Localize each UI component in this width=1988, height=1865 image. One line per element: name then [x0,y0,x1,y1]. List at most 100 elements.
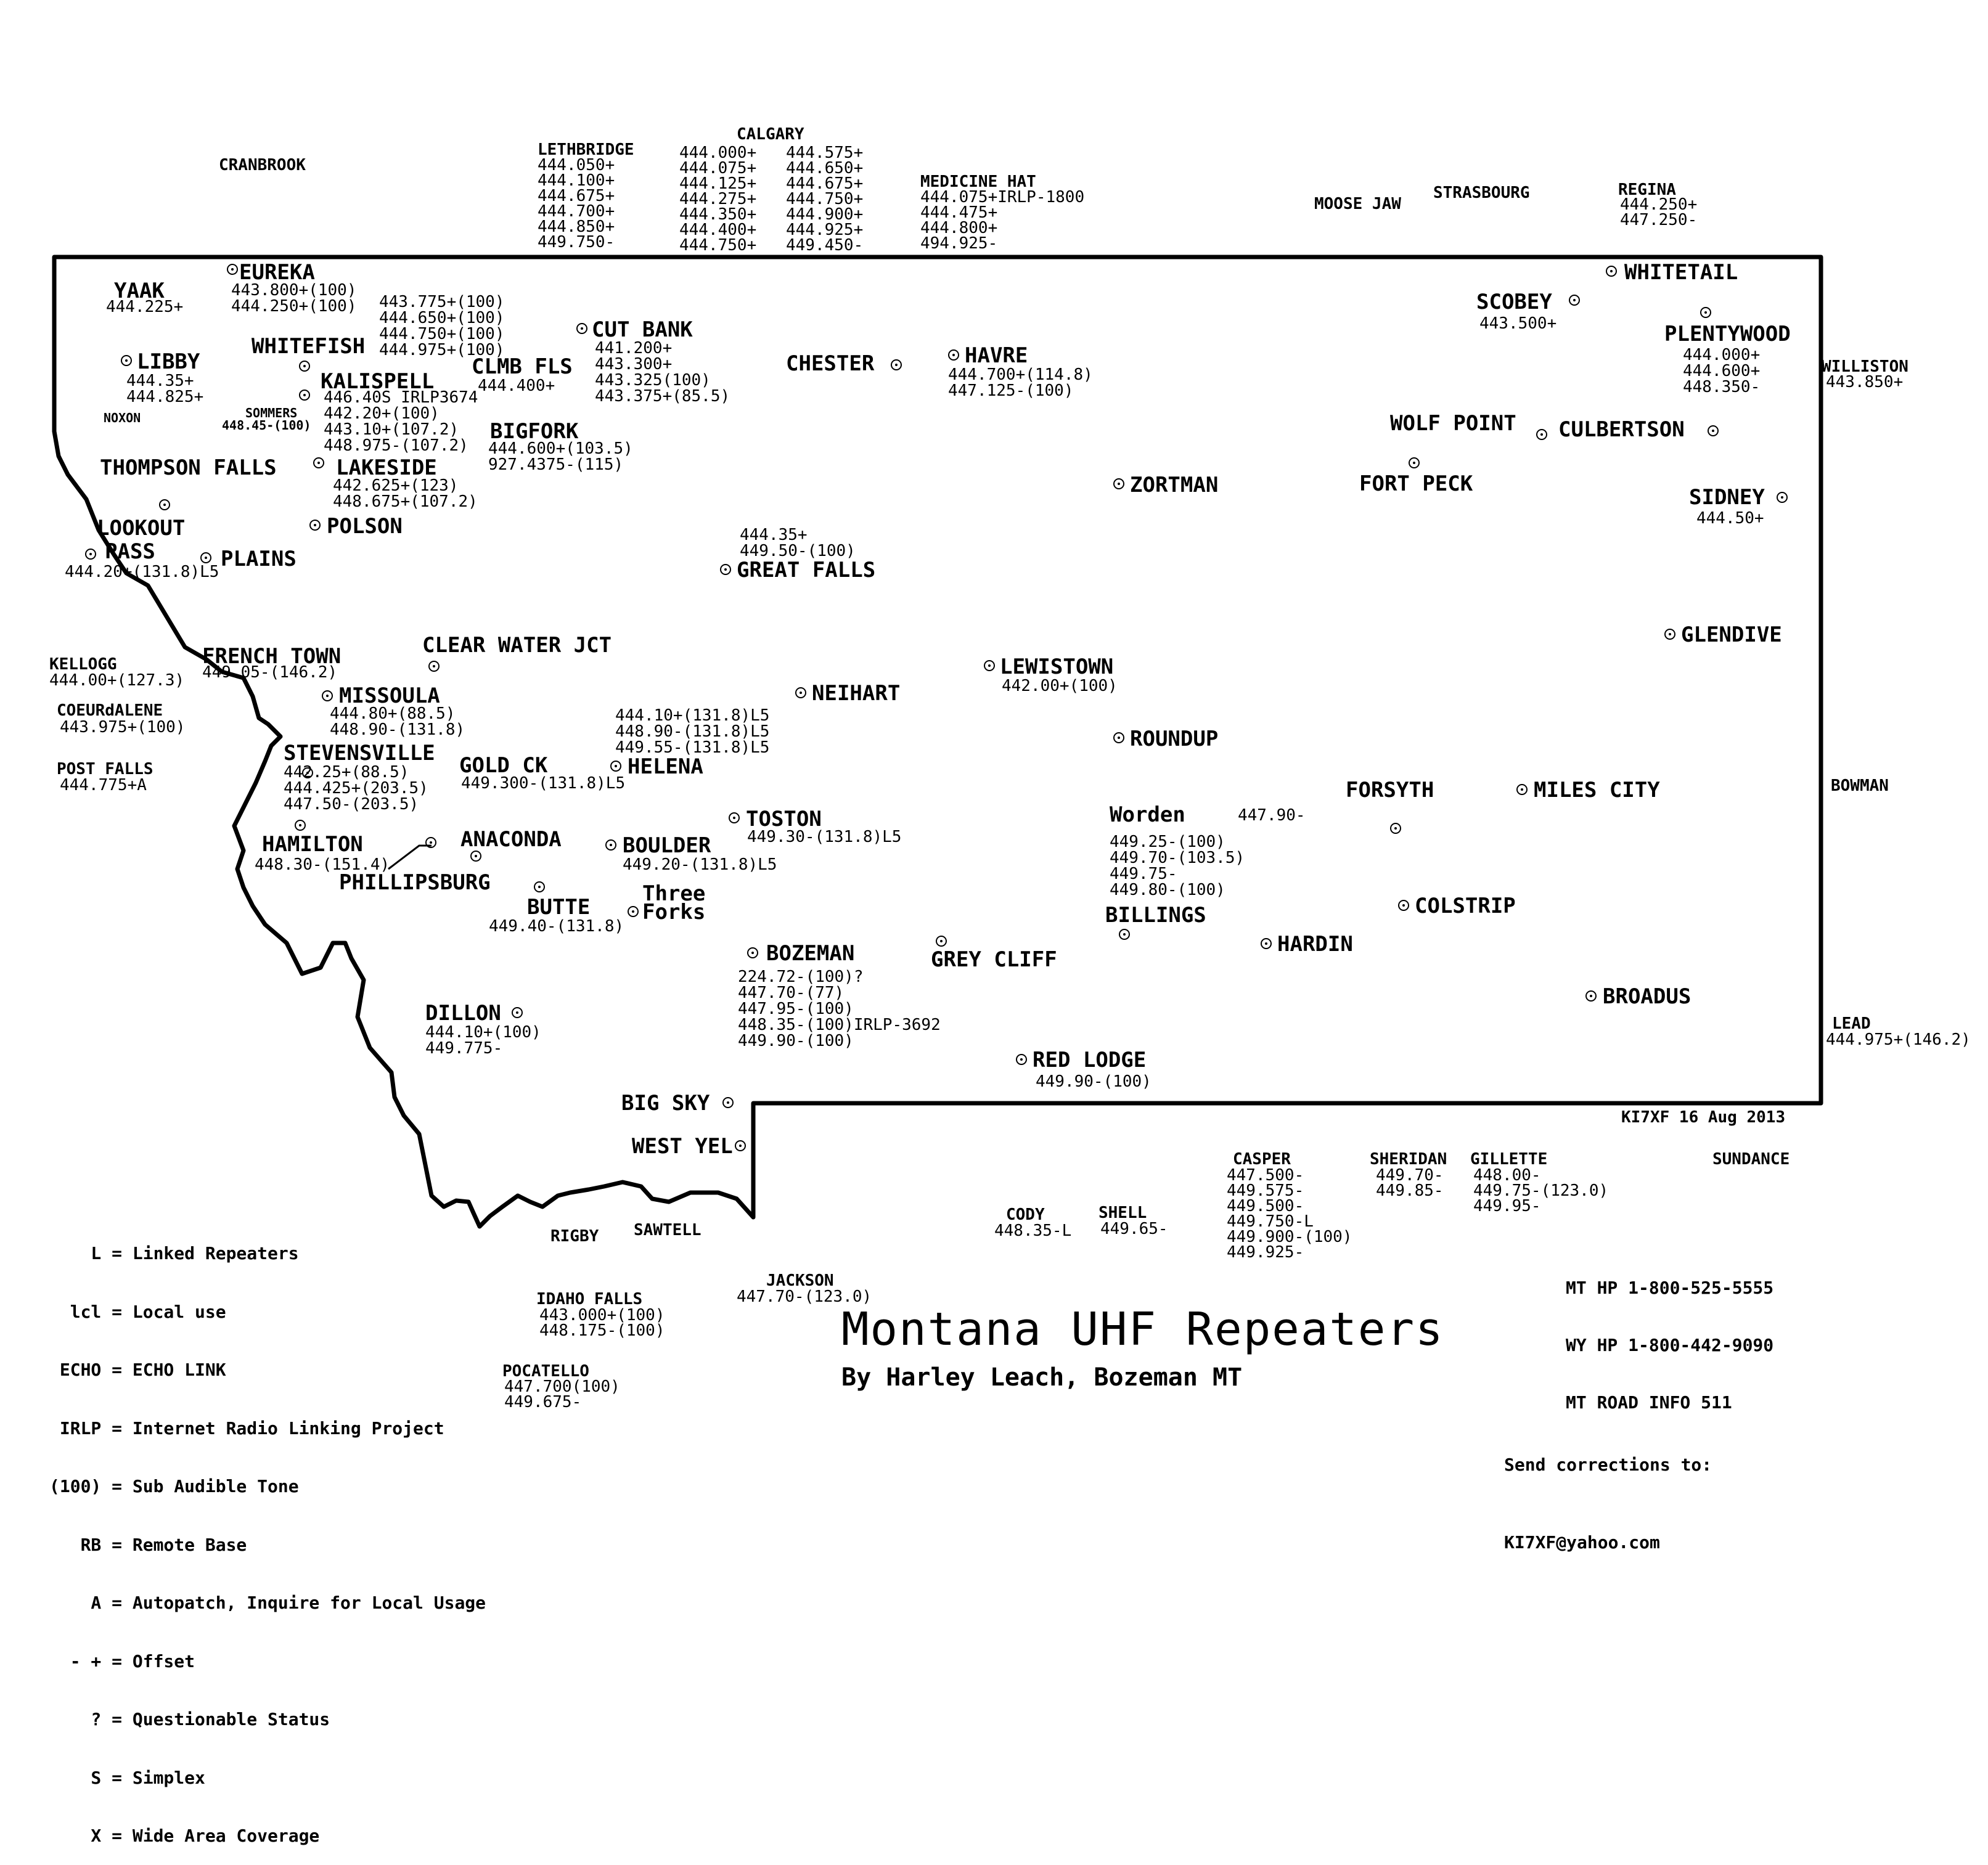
site-havre-freqs: 444.700+(114.8)447.125-(100) [948,367,1093,399]
repeater-marker-icon[interactable] [610,761,621,772]
repeater-marker-icon[interactable] [1113,478,1124,489]
repeater-marker-icon[interactable] [605,839,616,851]
repeater-marker-icon[interactable] [936,936,947,947]
repeater-marker-icon[interactable] [1664,629,1675,640]
site-three-name: Three [642,881,706,906]
repeater-marker-icon[interactable] [313,457,324,468]
repeater-marker-icon[interactable] [722,1097,734,1108]
repeater-marker-icon[interactable] [1700,307,1711,318]
repeater-marker-icon[interactable] [729,812,740,823]
site-bozeman-freq: 447.95-(100) [738,1000,854,1018]
repeater-marker-icon[interactable] [1113,732,1124,743]
outside-sommers-freqs: 448.45-(100) [222,419,311,431]
outside-jackson-name: JACKSON [766,1271,834,1290]
repeater-marker-icon[interactable] [1398,900,1409,911]
site-bozeman-freq: 448.35-(100)IRLP-3692 [738,1016,941,1034]
site-lewistown-freqs: 442.00+(100) [1002,678,1118,694]
repeater-marker-icon[interactable] [85,549,96,560]
corrections-email[interactable]: KI7XF@yahoo.com [1504,1532,1660,1553]
hotlines: MT HP 1-800-525-5555 WY HP 1-800-442-909… [1566,1240,1773,1431]
repeater-marker-icon[interactable] [948,349,959,361]
repeater-marker-icon[interactable] [747,947,758,958]
site-red-lodge-freq: 449.90-(100) [1036,1072,1151,1091]
outside-casper-freq: 449.900-(100) [1227,1228,1352,1246]
site-bigfork-freq: 444.600+(103.5) [488,439,633,458]
repeater-marker-icon[interactable] [470,851,481,862]
repeater-marker-icon[interactable] [1777,492,1788,503]
site-bigfork-freqs: 444.600+(103.5)927.4375-(115) [488,441,633,473]
repeater-marker-icon[interactable] [302,767,313,778]
site-bozeman-freq: 224.72-(100)? [738,968,864,986]
site-billings-freqs: 449.25-(100)449.70-(103.5)449.75-449.80-… [1110,834,1245,898]
site-dillon-freq: 444.10+(100) [425,1023,541,1042]
repeater-marker-icon[interactable] [1569,295,1580,306]
site-billings-freq: 449.75- [1110,865,1177,883]
repeater-marker-icon[interactable] [984,660,995,671]
site-sidney-freq: 444.50+ [1696,509,1764,528]
site-havre-name: HAVRE [965,343,1028,368]
repeater-marker-icon[interactable] [309,520,321,531]
outside-coeurdalene-name: COEURdALENE [57,701,163,720]
repeater-marker-icon[interactable] [534,881,545,892]
repeater-marker-icon[interactable] [200,552,211,563]
outside-lethbridge-freq: 444.850+ [538,218,615,236]
repeater-marker-icon[interactable] [1536,429,1547,440]
hamilton-pointer [388,844,432,870]
repeater-marker-icon[interactable] [299,390,310,401]
legend-item: A = Autopatch, Inquire for Local Usage [49,1593,486,1613]
site-kalispell-name: KALISPELL [321,369,435,394]
repeater-marker-icon[interactable] [1409,457,1420,468]
repeater-marker-icon[interactable] [1119,929,1130,940]
site-missoula-name: MISSOULA [339,684,440,708]
site-whitefish-freq: 444.650+(100) [379,309,505,327]
site-havre-freq: 444.700+(114.8) [948,365,1093,384]
repeater-marker-icon[interactable] [1390,823,1401,834]
repeater-marker-icon[interactable] [159,499,170,510]
repeater-marker-icon[interactable] [1606,266,1617,277]
repeater-marker-icon[interactable] [512,1007,523,1018]
repeater-marker-icon[interactable] [795,687,806,698]
outside-calgary-freq: 444.750+ [679,236,757,255]
outside-kellogg-freqs: 444.00+(127.3) [49,672,184,688]
repeater-marker-icon[interactable] [295,820,306,831]
site-cut-bank-name: CUT BANK [592,317,693,342]
site-cut-bank-freq: 443.325(100) [595,371,711,390]
outside-calgary-freq: 444.275+ [679,190,757,208]
repeater-marker-icon[interactable] [227,264,238,275]
legend-item: IRLP = Internet Radio Linking Project [49,1418,444,1439]
repeater-marker-icon[interactable] [322,690,333,701]
repeater-marker-icon[interactable] [1708,425,1719,436]
outside-pocatello-freq: 447.700(100) [504,1377,620,1396]
legend-item: (100) = Sub Audible Tone [49,1476,299,1496]
site-bozeman-freq: 449.90-(100) [738,1032,854,1050]
repeater-marker-icon[interactable] [425,837,436,848]
map-subtitle: By Harley Leach, Bozeman MT [841,1363,1243,1392]
site-helena-freq: 448.90-(131.8)L5 [615,722,770,741]
site-fort-peck-name: FORT PECK [1359,471,1473,496]
site-big-sky-name: BIG SKY [621,1091,710,1116]
outside-lead-freq: 444.975+(146.2) [1826,1030,1971,1049]
repeater-marker-icon[interactable] [891,359,902,370]
site-great-falls-name: GREAT FALLS [737,558,876,582]
repeater-marker-icon[interactable] [628,906,639,917]
outside-calgary-name: CALGARY [737,125,804,144]
repeater-marker-icon[interactable] [121,355,132,366]
repeater-marker-icon[interactable] [1516,784,1528,795]
site-kalispell-freq: 443.10+(107.2) [324,420,459,439]
site-polson-name: POLSON [327,514,403,539]
site-missoula-freq: 448.90-(131.8) [330,720,465,739]
repeater-marker-icon[interactable] [576,323,587,334]
site-lewistown-name: LEWISTOWN [1000,655,1114,679]
outside-calgary-freq: 444.675+ [786,174,864,193]
repeater-marker-icon[interactable] [1016,1054,1027,1065]
repeater-marker-icon[interactable] [735,1140,746,1151]
repeater-marker-icon[interactable] [1585,990,1597,1002]
site-clmb-fls-freq: 444.400+ [478,377,555,395]
repeater-marker-icon[interactable] [299,361,310,372]
repeater-marker-icon[interactable] [1261,938,1272,949]
repeater-marker-icon[interactable] [428,661,440,672]
outside-regina-freqs: 444.250+447.250- [1620,197,1697,228]
site-sidney-name: SIDNEY [1689,485,1765,510]
repeater-marker-icon[interactable] [720,564,731,575]
legend-item: RB = Remote Base [49,1534,247,1555]
